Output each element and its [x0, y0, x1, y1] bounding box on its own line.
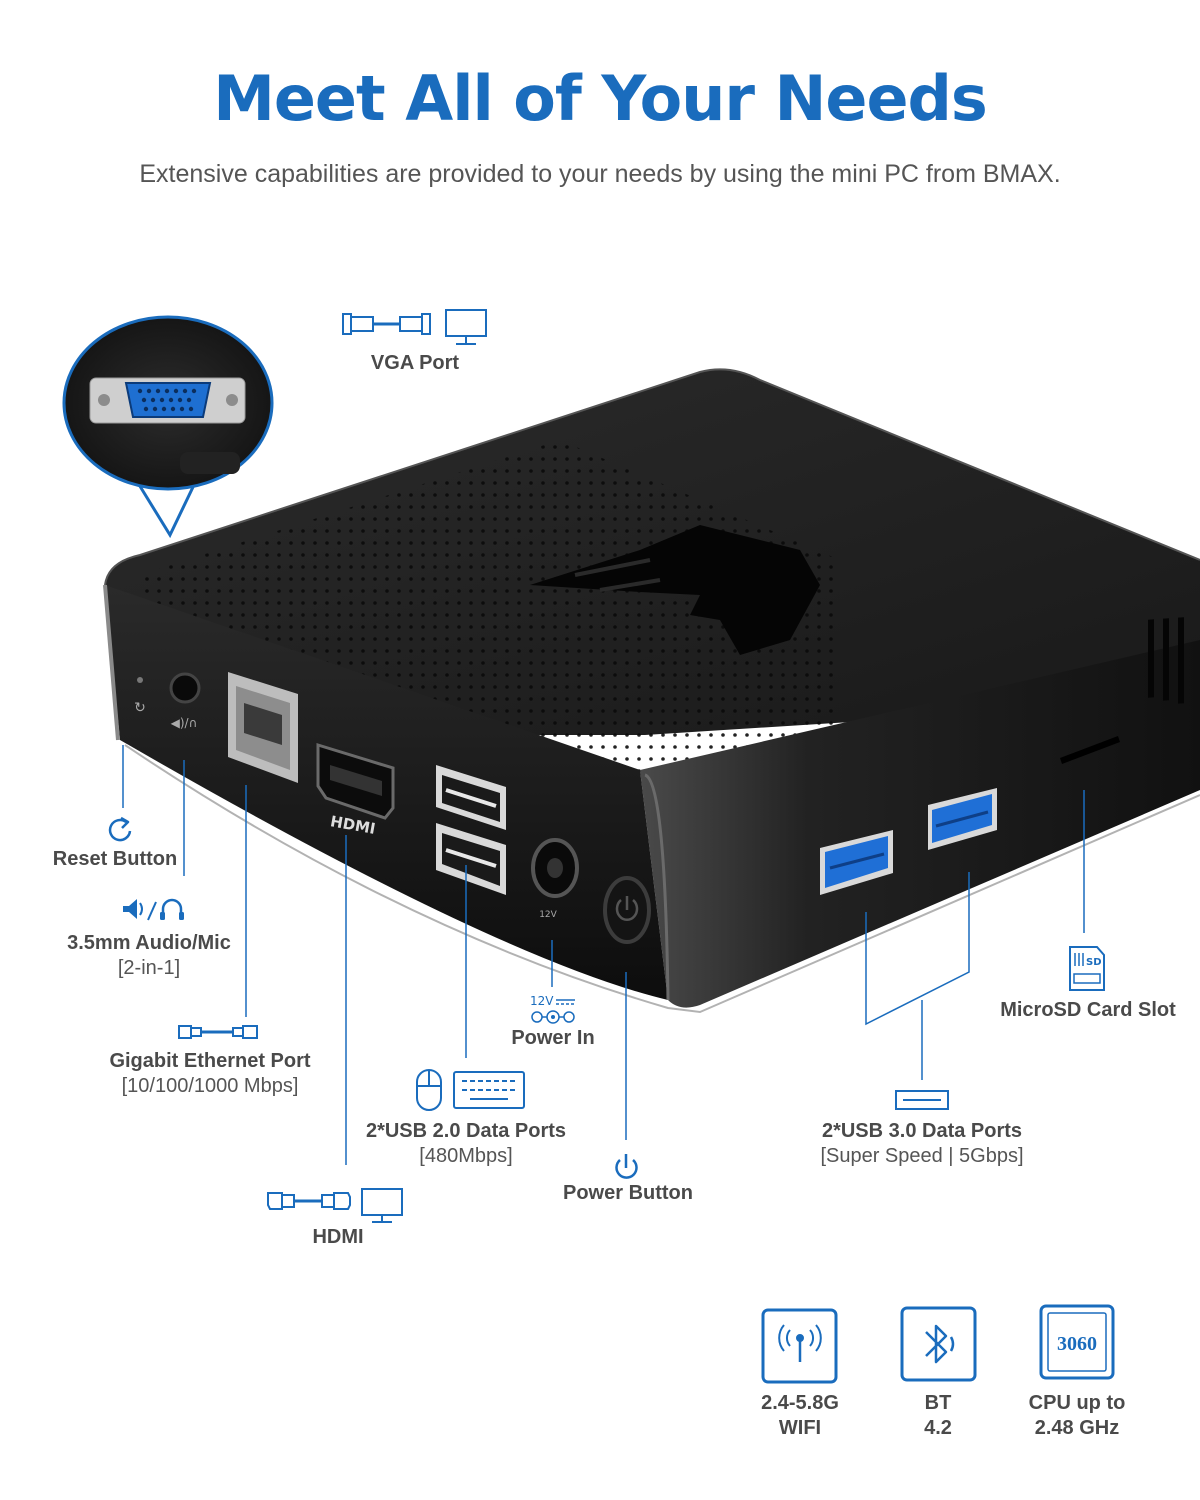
label-hdmi: HDMI	[238, 1226, 438, 1249]
page-subtitle: Extensive capabilities are provided to y…	[139, 160, 1061, 188]
usb2-port-lower	[436, 823, 506, 895]
usb3-port-1	[820, 830, 893, 895]
dc-polarity-icon: 12V	[530, 994, 575, 1024]
feature-line1: 2.4-5.8G	[761, 1392, 839, 1414]
feature-line2: 2.48 GHz	[1034, 1417, 1120, 1439]
feature-bt-text: BT 4.2	[878, 1391, 998, 1441]
label-title: MicroSD Card Slot	[1000, 999, 1176, 1021]
feature-badge-wifi	[761, 1308, 838, 1384]
brand-logo	[530, 525, 820, 655]
feature-wifi-text: 2.4-5.8G WIFI	[740, 1391, 860, 1441]
label-title: HDMI	[312, 1226, 364, 1248]
leader-usb3-bracket	[865, 872, 970, 1026]
feature-badge-cpu: 3060	[1039, 1304, 1115, 1380]
label-title: 2*USB 2.0 Data Ports	[365, 1120, 567, 1142]
zoom-foot	[180, 452, 240, 474]
usb3-port-icon	[895, 1090, 949, 1110]
page-title: Meet All of Your Needs	[213, 62, 988, 135]
label-sub: [Super Speed | 5Gbps]	[820, 1145, 1024, 1167]
feature-line1: BT	[924, 1392, 952, 1414]
microsd-card-icon: SD	[1069, 946, 1105, 991]
power-marking: 12V	[539, 910, 557, 920]
label-usb2: 2*USB 2.0 Data Ports [480Mbps]	[326, 1120, 606, 1168]
reset-mark: ↻	[134, 700, 146, 716]
label-title: Power Button	[563, 1182, 693, 1204]
label-title: Power In	[511, 1027, 595, 1049]
speaker-headset-icon	[123, 898, 184, 921]
feature-cpu-text: CPU up to 2.48 GHz	[1007, 1391, 1147, 1441]
device-top-edge	[104, 368, 1200, 586]
label-power-button: Power Button	[528, 1182, 728, 1205]
audio-jack	[169, 672, 201, 704]
label-audio-mic: 3.5mm Audio/Mic [2-in-1]	[29, 932, 269, 980]
label-usb3: 2*USB 3.0 Data Ports [Super Speed | 5Gbp…	[772, 1120, 1072, 1168]
microsd-icon-text: SD	[1086, 957, 1102, 968]
feature-line2: 4.2	[924, 1417, 952, 1439]
label-sub: [2-in-1]	[117, 957, 181, 979]
usb2-port-upper	[436, 765, 506, 830]
hdmi-cable-icon	[267, 1192, 351, 1210]
label-title: VGA Port	[370, 352, 460, 374]
wifi-icon	[778, 1324, 822, 1362]
bluetooth-icon	[925, 1324, 955, 1364]
mini-pc-device: ↻ ◀)/∩ HDMI	[103, 368, 1200, 1014]
device-side-panel	[640, 640, 1200, 1008]
usb3-port-2	[928, 788, 997, 850]
mouse-icon	[416, 1069, 442, 1111]
label-power-in: Power In	[473, 1027, 633, 1050]
vga-connector	[124, 382, 212, 418]
label-title: Reset Button	[52, 848, 178, 870]
microsd-slot	[1060, 736, 1120, 764]
label-sub: [480Mbps]	[419, 1145, 513, 1167]
side-vents	[1148, 617, 1184, 704]
leader-lines	[122, 745, 1085, 1165]
ethernet-port	[228, 672, 298, 783]
device-left-edge	[103, 584, 120, 741]
power-in-icon-text: 12V	[530, 994, 554, 1008]
label-ethernet: Gigabit Ethernet Port [10/100/1000 Mbps]	[70, 1050, 350, 1098]
feature-line2: WIFI	[778, 1417, 822, 1439]
label-microsd: MicroSD Card Slot	[978, 999, 1198, 1022]
device-corner-edge	[644, 773, 670, 1001]
vga-cable-icon	[342, 313, 431, 335]
vga-zoom-callout	[62, 315, 274, 539]
power-icon	[615, 1154, 638, 1179]
feature-line1: CPU up to	[1028, 1392, 1126, 1414]
hdmi-monitor-icon	[361, 1188, 403, 1223]
reset-icon	[108, 816, 132, 842]
feature-badge-bluetooth	[900, 1306, 977, 1382]
label-title: Gigabit Ethernet Port	[109, 1050, 311, 1072]
label-vga-port: VGA Port	[315, 352, 515, 375]
label-title: 3.5mm Audio/Mic	[67, 932, 231, 954]
dc-power-pin	[547, 858, 563, 878]
reset-pinhole	[137, 677, 143, 683]
ethernet-cable-icon	[178, 1025, 258, 1039]
keyboard-icon	[453, 1071, 525, 1109]
label-reset-button: Reset Button	[15, 848, 215, 871]
monitor-icon	[445, 309, 487, 345]
label-title: 2*USB 3.0 Data Ports	[821, 1120, 1023, 1142]
cpu-icon: 3060	[1057, 1333, 1097, 1355]
audio-mark: ◀)/∩	[171, 716, 198, 730]
label-sub: [10/100/1000 Mbps]	[121, 1075, 299, 1097]
